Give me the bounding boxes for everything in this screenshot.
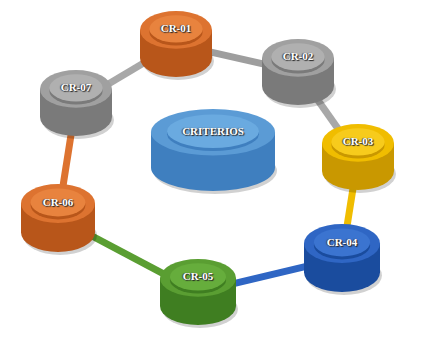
cylinder-outline [260, 37, 336, 107]
criterion-label: CR-04 [302, 236, 382, 249]
center-label: CRITERIOS [149, 125, 277, 138]
criterion-label: CR-05 [158, 270, 238, 283]
criterion-cylinder: CR-05 [158, 257, 238, 327]
ring-band [347, 189, 353, 226]
inner-disc [149, 15, 202, 42]
criterion-label: CR-07 [38, 81, 114, 94]
inner-disc [271, 43, 324, 70]
criterion-label: CR-01 [138, 22, 214, 35]
cylinder-outline [320, 122, 396, 192]
inner-disc [331, 128, 384, 155]
cylinder-top [262, 39, 334, 77]
cylinder-top [160, 259, 236, 297]
cylinder-top [151, 109, 275, 155]
cylinder-outline [302, 222, 382, 294]
cylinder-outline [138, 9, 214, 79]
inner-disc [314, 228, 370, 256]
criterion-cylinder: CR-06 [19, 182, 97, 254]
cylinder-top [40, 70, 112, 108]
inner-disc [49, 74, 102, 101]
criterion-cylinder: CR-04 [302, 222, 382, 294]
cylinder-outline [158, 257, 238, 327]
inner-disc [170, 263, 226, 290]
cylinder-outline [149, 107, 277, 193]
criterion-label: CR-03 [320, 135, 396, 148]
cylinder-outline [19, 182, 97, 254]
center-cylinder: CRITERIOS [149, 107, 277, 193]
cylinder-outline [38, 68, 114, 138]
ring-band [234, 266, 307, 283]
criterion-cylinder: CR-02 [260, 37, 336, 107]
ring-band [210, 52, 264, 64]
cylinder-top [140, 11, 212, 49]
ring-band [89, 234, 166, 275]
cylinder-top [322, 124, 394, 162]
cylinder-top [304, 224, 380, 263]
cylinder-top [21, 184, 95, 223]
criterion-label: CR-02 [260, 50, 336, 63]
ring-band [105, 61, 146, 85]
inner-disc [167, 115, 259, 148]
criterion-cylinder: CR-07 [38, 68, 114, 138]
criterion-label: CR-06 [19, 196, 97, 209]
ring-band [63, 135, 71, 186]
criterion-cylinder: CR-03 [320, 122, 396, 192]
inner-disc [31, 188, 86, 216]
criterion-cylinder: CR-01 [138, 9, 214, 79]
